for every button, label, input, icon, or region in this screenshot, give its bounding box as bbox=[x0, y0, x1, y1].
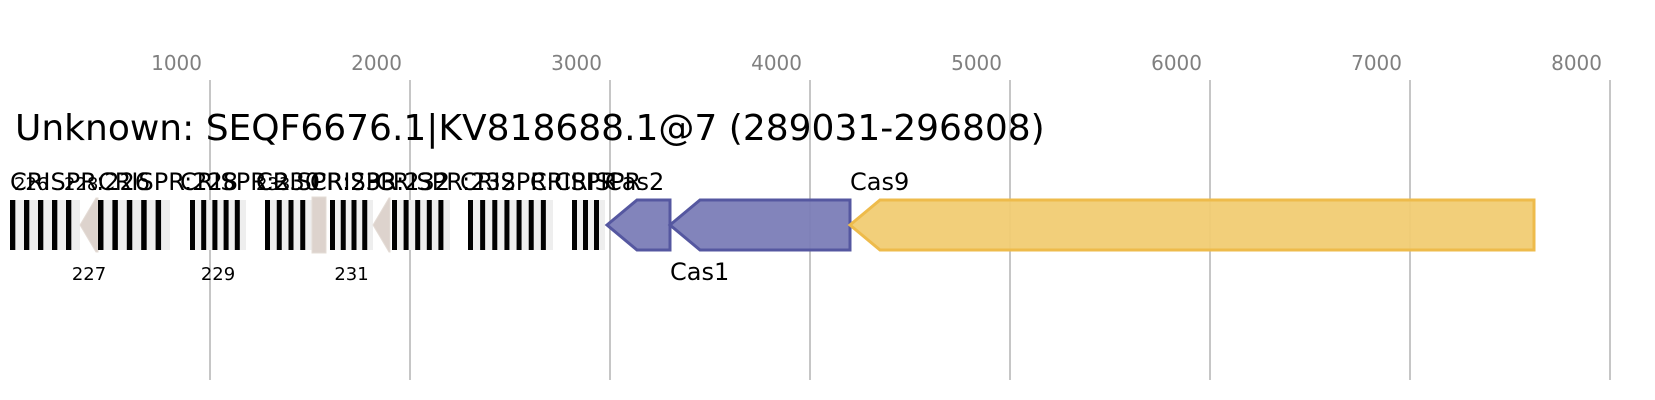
crispr-array bbox=[311, 196, 327, 254]
crispr-array bbox=[265, 200, 312, 250]
crispr-arrow bbox=[372, 197, 391, 253]
repeat bbox=[276, 200, 282, 250]
repeat bbox=[265, 200, 270, 250]
repeat bbox=[98, 200, 104, 250]
crispr-label: 226 bbox=[14, 174, 48, 195]
crispr-array bbox=[372, 197, 391, 253]
crispr-label: 233 bbox=[256, 174, 290, 195]
repeat bbox=[201, 200, 207, 250]
gene-cas1 bbox=[667, 198, 852, 252]
tick-label: 1000 bbox=[151, 51, 202, 75]
tick-label: 4000 bbox=[751, 51, 802, 75]
gene-label: Cas2 bbox=[605, 168, 664, 196]
repeat bbox=[583, 200, 588, 250]
repeat bbox=[112, 200, 118, 250]
repeat bbox=[234, 200, 240, 250]
repeat bbox=[155, 200, 162, 250]
array-number-label: 227 bbox=[72, 264, 106, 285]
crispr-label: 228 bbox=[64, 174, 98, 195]
crispr-array bbox=[468, 200, 553, 250]
repeat bbox=[212, 200, 218, 250]
repeat bbox=[426, 200, 432, 250]
crispr-array bbox=[10, 200, 80, 250]
crispr-array bbox=[392, 200, 450, 250]
tick-label: 3000 bbox=[551, 51, 602, 75]
crispr-array bbox=[98, 200, 170, 250]
repeat bbox=[594, 200, 599, 250]
spacer-background bbox=[572, 200, 605, 250]
repeat bbox=[126, 200, 133, 250]
gene-arrow bbox=[847, 198, 1536, 252]
repeat bbox=[223, 200, 229, 250]
crispr-label: CRISPR:226 bbox=[10, 168, 150, 196]
crispr-array: 231 bbox=[330, 200, 373, 285]
crispr-label: CRISPR bbox=[530, 168, 617, 196]
repeat bbox=[190, 200, 195, 250]
gene-label: Cas9 bbox=[850, 168, 909, 196]
repeat bbox=[504, 200, 510, 250]
crispr-label: CRISPR:233 bbox=[256, 168, 396, 196]
tick-label: 7000 bbox=[1351, 51, 1402, 75]
repeat bbox=[330, 200, 335, 250]
crispr-block bbox=[311, 196, 327, 254]
repeat bbox=[403, 200, 409, 250]
array-number-label: 231 bbox=[334, 264, 368, 285]
crispr-label: CRISPR:232 bbox=[310, 168, 450, 196]
repeat bbox=[516, 200, 522, 250]
repeat bbox=[300, 200, 306, 250]
repeat bbox=[438, 200, 444, 250]
axis-ticks: 1000 2000 3000 4000 5000 6000 7000 8000 bbox=[151, 51, 1602, 75]
crispr-label: CRISPR:CRISPR bbox=[460, 168, 641, 196]
gene-cas2 bbox=[604, 198, 672, 252]
gene-arrow bbox=[667, 198, 852, 252]
repeat bbox=[528, 200, 534, 250]
gene-label: Cas1 bbox=[670, 258, 729, 286]
repeat bbox=[141, 200, 147, 250]
tick-label: 8000 bbox=[1551, 51, 1602, 75]
repeat bbox=[38, 200, 44, 250]
repeat bbox=[340, 200, 346, 250]
crispr-arrays: 227 229 231 bbox=[10, 196, 605, 285]
crispr-array: 229 bbox=[190, 200, 246, 285]
repeat bbox=[362, 200, 368, 250]
crispr-array bbox=[572, 200, 605, 250]
crispr-label: CRISPR:232 bbox=[376, 168, 516, 196]
repeat bbox=[66, 200, 72, 250]
gene-cas9 bbox=[847, 198, 1536, 252]
crispr-label: CRISPR:228 bbox=[98, 168, 238, 196]
gene-arrow bbox=[604, 198, 672, 252]
tick-label: 6000 bbox=[1151, 51, 1202, 75]
cas-genes bbox=[604, 198, 1536, 252]
repeat bbox=[415, 200, 421, 250]
repeat bbox=[351, 200, 357, 250]
array-number-label: 229 bbox=[201, 264, 235, 285]
repeat bbox=[392, 200, 397, 250]
repeat bbox=[480, 200, 486, 250]
repeat bbox=[468, 200, 473, 250]
tick-label: 5000 bbox=[951, 51, 1002, 75]
repeat bbox=[540, 200, 546, 250]
crispr-label: CRISPR:230 bbox=[180, 168, 320, 196]
map-title: Unknown: SEQF6676.1|KV818688.1@7 (289031… bbox=[15, 108, 1045, 149]
tick-label: 2000 bbox=[351, 51, 402, 75]
repeat bbox=[52, 200, 58, 250]
repeat bbox=[492, 200, 498, 250]
repeat bbox=[24, 200, 30, 250]
repeat bbox=[572, 200, 577, 250]
repeat bbox=[10, 200, 16, 250]
crispr-arrow bbox=[79, 197, 99, 253]
repeat bbox=[288, 200, 294, 250]
